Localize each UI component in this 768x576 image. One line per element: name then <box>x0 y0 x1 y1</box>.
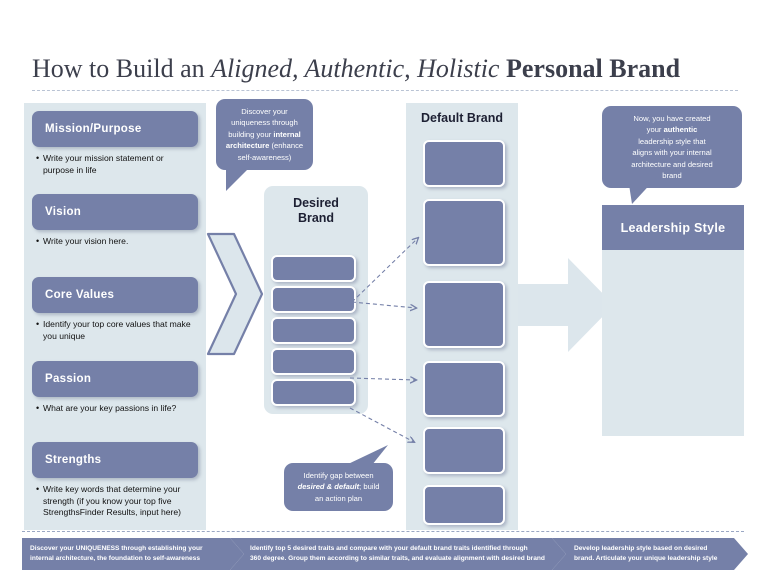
ribbon-step-2-text: Identify top 5 desired traits and compar… <box>250 544 558 563</box>
desired-brand-slot[interactable] <box>271 255 356 282</box>
default-brand-slot[interactable] <box>423 140 505 187</box>
title-part-italic: Aligned, Authentic, Holistic <box>211 54 500 83</box>
ribbon-step-2-line2: 360 degree. Group them according to simi… <box>250 554 545 562</box>
default-brand-slot[interactable] <box>423 485 505 525</box>
section-note-passion-text: What are your key passions in life? <box>43 403 177 413</box>
default-brand-slot[interactable] <box>423 199 505 266</box>
section-note-vision-text: Write your vision here. <box>43 236 129 246</box>
section-note-mission: • Write your mission statement or purpos… <box>36 153 196 176</box>
callout-uniqueness-l4-bold: architecture <box>225 141 270 151</box>
ribbon-step-1-line1: Discover your UNIQUENESS through establi… <box>30 545 203 552</box>
section-header-core-values[interactable]: Core Values <box>32 277 198 313</box>
callout-authentic-l3: leadership style that <box>638 136 706 146</box>
section-note-passion: • What are your key passions in life? <box>36 403 196 415</box>
ribbon-step-1-text: Discover your UNIQUENESS through establi… <box>30 544 230 563</box>
section-header-passion[interactable]: Passion <box>32 361 198 397</box>
default-brand-slot[interactable] <box>423 361 505 417</box>
section-note-strengths: • Write key words that determine your st… <box>36 484 199 519</box>
section-note-strengths-text: Write key words that determine your stre… <box>43 484 182 518</box>
callout-uniqueness-l5: self-awareness) <box>237 152 292 162</box>
desired-brand-slot[interactable] <box>271 379 356 406</box>
section-header-passion-label: Passion <box>45 373 92 385</box>
callout-authentic-l5: architecture and desired <box>631 159 713 169</box>
section-header-vision[interactable]: Vision <box>32 194 198 230</box>
callout-uniqueness-tail-icon <box>226 163 254 191</box>
section-note-mission-text: Write your mission statement or purpose … <box>43 153 164 175</box>
callout-uniqueness-l3-bold: internal <box>273 129 301 139</box>
title-part-bold: Personal Brand <box>499 54 681 83</box>
mapping-arrow <box>351 301 416 308</box>
callout-authentic-l2-pre: your <box>646 125 664 135</box>
ribbon-step-3[interactable]: Develop leadership style based on desire… <box>552 538 748 570</box>
callout-gap-l2-post: ; build <box>359 482 380 492</box>
title-part-plain: How to Build an <box>32 54 212 83</box>
callout-authentic-l2-bold: authentic <box>663 125 698 135</box>
callout-gap-tail-icon <box>346 445 388 465</box>
callout-uniqueness-bubble: Discover your uniqueness through buildin… <box>216 99 313 170</box>
callout-authentic-l4: aligns with your internal <box>632 148 712 158</box>
ribbon-divider <box>22 531 744 532</box>
callout-gap-l2-italic: desired & default <box>297 482 360 492</box>
ribbon-step-3-line1: Develop leadership style based on desire… <box>574 545 708 552</box>
leadership-style-label: Leadership Style <box>620 220 726 235</box>
ribbon-step-3-shape <box>552 538 748 570</box>
mapping-arrow <box>351 238 418 303</box>
callout-uniqueness-l4-post: (enhance <box>269 141 304 151</box>
ribbon-step-3-text: Develop leadership style based on desire… <box>574 544 742 563</box>
default-brand-title-label: Default Brand <box>421 111 503 125</box>
title-divider <box>32 90 738 91</box>
section-header-strengths-label: Strengths <box>45 454 102 466</box>
section-note-vision: • Write your vision here. <box>36 236 196 248</box>
ribbon-step-2-shape <box>230 538 566 570</box>
section-header-mission[interactable]: Mission/Purpose <box>32 111 198 147</box>
section-note-core-values: • Identify your top core values that mak… <box>36 319 196 342</box>
ribbon-step-2[interactable]: Identify top 5 desired traits and compar… <box>230 538 566 570</box>
section-header-strengths[interactable]: Strengths <box>32 442 198 478</box>
default-brand-slot[interactable] <box>423 427 505 474</box>
callout-gap-bubble: Identify gap between desired & default; … <box>284 463 393 512</box>
section-header-mission-label: Mission/Purpose <box>45 123 142 135</box>
desired-brand-slot[interactable] <box>271 348 356 375</box>
default-brand-title: Default Brand <box>406 111 518 126</box>
big-right-arrow-icon <box>518 258 614 352</box>
bullet-icon: • <box>36 484 40 494</box>
callout-authentic[interactable]: Now, you have created your authentic lea… <box>602 106 742 204</box>
bullet-icon: • <box>36 403 40 413</box>
callout-authentic-bubble: Now, you have created your authentic lea… <box>602 106 742 189</box>
ribbon-step-2-line1: Identify top 5 desired traits and compar… <box>250 545 528 552</box>
leadership-style-header[interactable]: Leadership Style <box>602 205 744 250</box>
callout-gap-l3: an action plan <box>314 493 363 503</box>
ribbon-step-1-line2: internal architecture, the foundation to… <box>30 554 201 562</box>
desired-brand-title-line1: Desired <box>293 196 339 210</box>
section-note-core-values-text: Identify your top core values that make … <box>43 319 191 341</box>
section-header-vision-label: Vision <box>45 206 82 218</box>
bullet-icon: • <box>36 153 40 163</box>
callout-authentic-l6: brand <box>662 170 682 180</box>
bullet-icon: • <box>36 236 40 246</box>
desired-brand-slot[interactable] <box>271 286 356 313</box>
callout-gap[interactable]: Identify gap between desired & default; … <box>284 445 393 512</box>
default-brand-slot[interactable] <box>423 281 505 348</box>
callout-uniqueness[interactable]: Discover your uniqueness through buildin… <box>216 99 313 191</box>
desired-brand-title-line2: Brand <box>297 210 335 225</box>
desired-brand-slot[interactable] <box>271 317 356 344</box>
ribbon-step-3-line2: brand. Articulate your unique leadership… <box>574 554 718 562</box>
desired-brand-title: Desired Brand <box>264 196 368 226</box>
bullet-icon: • <box>36 319 40 329</box>
callout-authentic-l1: Now, you have created <box>633 114 711 123</box>
callout-authentic-tail-icon <box>628 178 656 204</box>
page-title: How to Build an Aligned, Authentic, Holi… <box>32 54 742 84</box>
callout-uniqueness-l1: Discover your <box>241 107 288 116</box>
chevron-arrow-icon <box>204 230 266 358</box>
mapping-arrow <box>349 378 416 380</box>
mapping-arrows <box>349 220 440 490</box>
ribbon-step-1-shape <box>22 538 244 570</box>
callout-uniqueness-l3-pre: building your <box>228 129 274 139</box>
callout-gap-l1: Identify gap between <box>303 471 374 480</box>
callout-uniqueness-l2: uniqueness through <box>231 118 298 128</box>
ribbon-step-1[interactable]: Discover your UNIQUENESS through establi… <box>22 538 244 570</box>
section-header-core-values-label: Core Values <box>45 289 115 301</box>
mapping-arrow <box>349 407 414 442</box>
